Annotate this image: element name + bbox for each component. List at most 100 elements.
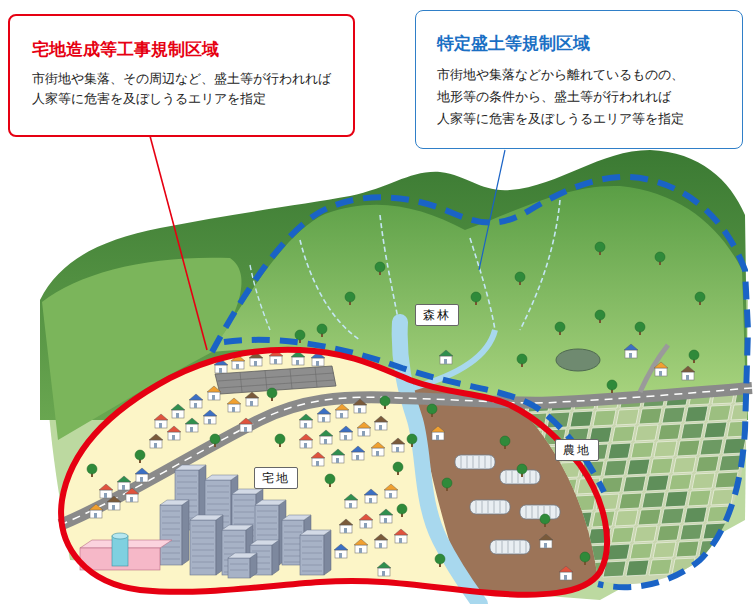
building-roof [282, 515, 311, 520]
road-surface [60, 388, 752, 525]
house-door [339, 553, 342, 558]
field-plot [688, 490, 711, 506]
house-icon [344, 494, 358, 508]
house-roof [299, 434, 313, 440]
house-wall [155, 420, 167, 428]
house-wall [378, 568, 390, 576]
house-door [322, 417, 325, 422]
house-door [544, 543, 547, 548]
building-roof [175, 465, 206, 470]
house-icon [117, 476, 131, 490]
tall-building [300, 530, 331, 575]
house-wall [320, 436, 332, 444]
house-icon [364, 489, 378, 503]
house-roof [335, 404, 349, 410]
callout-heading: 宅地造成等工事規制区域 [32, 38, 337, 60]
house-door [159, 423, 162, 428]
tree-icon [580, 552, 590, 565]
house-roof [89, 504, 103, 510]
house-door [130, 497, 133, 502]
tree-crown [295, 330, 305, 340]
field-plot [650, 458, 673, 474]
field-plot [573, 495, 596, 511]
greenhouse [455, 455, 495, 469]
region-callout: 宅地造成等工事規制区域市街地や集落、その周辺など、盛土等が行われれば 人家等に危… [8, 14, 355, 137]
field-plot [554, 479, 577, 495]
house-roof [624, 344, 638, 350]
house-door [379, 425, 382, 430]
field-plot [685, 406, 708, 422]
greenhouse [490, 540, 530, 554]
field-plot [684, 507, 707, 523]
house-roof [299, 414, 313, 420]
house-roof [371, 442, 385, 448]
house-icon [624, 344, 638, 358]
area-label: 森林 [415, 304, 459, 326]
tree-icon [595, 310, 605, 323]
house-door [444, 359, 447, 364]
house-wall [365, 495, 377, 503]
house-roof [439, 350, 453, 356]
house-icon [135, 468, 149, 482]
field-plot [626, 560, 649, 576]
building-front [160, 505, 182, 565]
house-door [172, 435, 175, 440]
house-icon [299, 414, 313, 428]
house-wall [126, 494, 138, 502]
tree-crown [471, 292, 481, 302]
field-plot [511, 565, 534, 581]
house-icon [559, 566, 573, 580]
zone-outlines [61, 177, 748, 595]
house-icon [357, 422, 371, 436]
building-roof [300, 530, 331, 535]
house-roof [391, 438, 405, 444]
building-roof [160, 500, 189, 505]
tall-building [190, 515, 223, 575]
house-wall [340, 525, 352, 533]
house-door [344, 528, 347, 533]
house-wall [186, 424, 198, 432]
region-callout: 特定盛土等規制区域市街地や集落などから離れているものの、 地形等の条件から、盛土… [415, 10, 743, 149]
tree-crown [317, 324, 327, 334]
field-plot [477, 516, 500, 532]
house-door [94, 513, 97, 518]
field-plot [520, 430, 543, 446]
house-roof [559, 566, 573, 572]
field-plot [719, 455, 742, 471]
house-door [384, 518, 387, 523]
field-plot [696, 456, 719, 472]
house-wall [625, 350, 637, 358]
building-windows [284, 526, 302, 562]
house-roof [374, 534, 388, 540]
house-wall [340, 432, 352, 440]
field-plot [604, 460, 627, 476]
house-wall [250, 358, 262, 366]
house-door [296, 360, 299, 365]
house-door [236, 364, 239, 369]
house-wall [215, 365, 227, 373]
mall-tower-top [112, 533, 128, 539]
house-icon [539, 534, 553, 548]
residential-zone [61, 350, 640, 604]
field-plot [658, 424, 681, 440]
tree-icon [393, 462, 403, 475]
house-icon [299, 434, 313, 448]
house-door [436, 435, 439, 440]
house-icon [379, 509, 393, 523]
house-door [564, 575, 567, 580]
field-plots [465, 387, 754, 583]
field-plot [665, 491, 688, 507]
house-roof [359, 514, 373, 520]
tree-icon [275, 434, 285, 447]
house-door [219, 368, 222, 373]
house-roof [344, 494, 358, 500]
house-wall [332, 455, 344, 463]
house-door [194, 403, 197, 408]
tree-icon [87, 464, 97, 477]
tree-crown [407, 434, 417, 444]
tree-icon [435, 554, 445, 567]
house-icon [391, 438, 405, 452]
field-plot [493, 448, 516, 464]
tree-crown [689, 350, 699, 360]
